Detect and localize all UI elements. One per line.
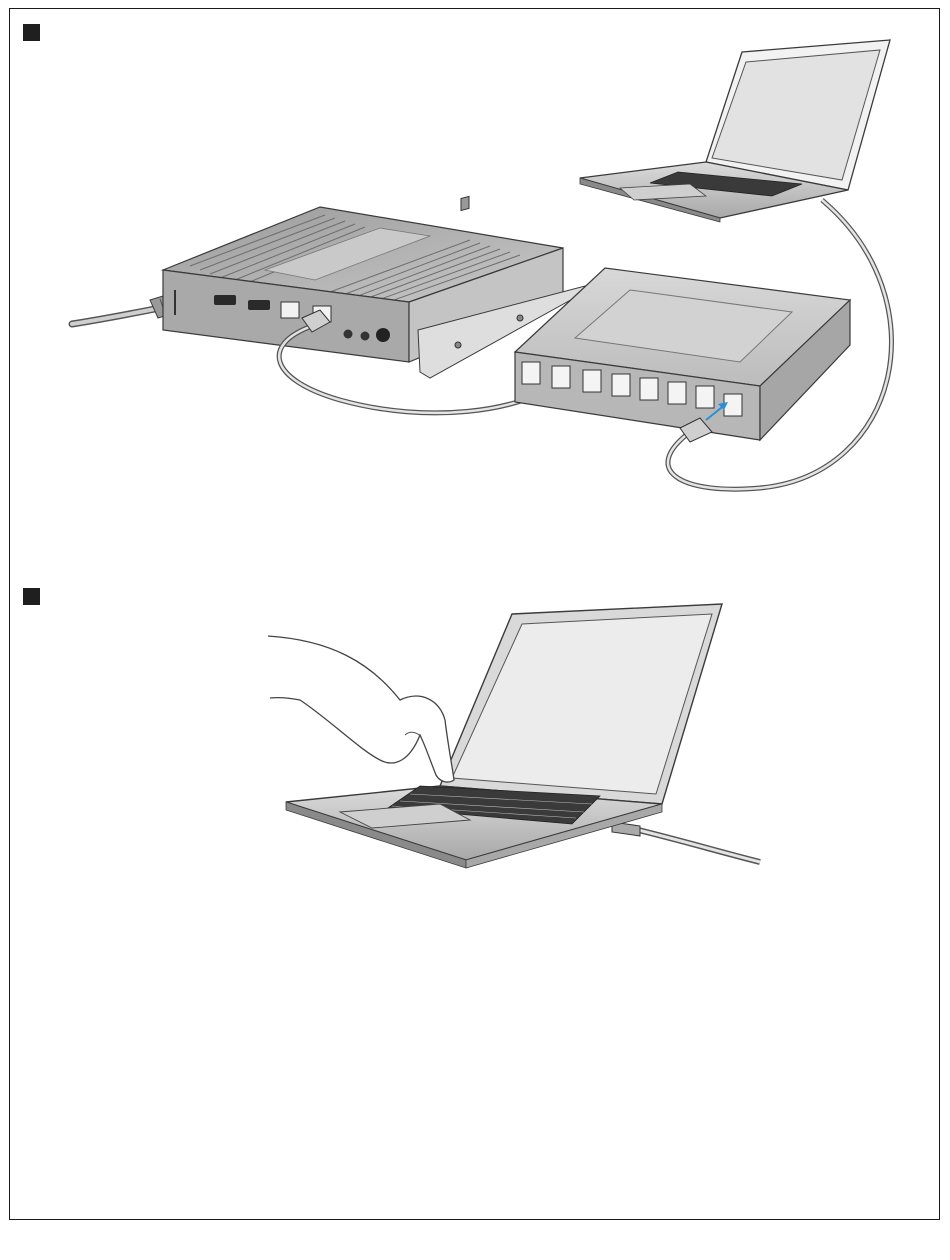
step-2-illustration: [268, 604, 760, 868]
step-1-illustration: [72, 40, 891, 489]
hand: [268, 636, 454, 782]
laptop-cable: [612, 822, 760, 862]
laptop-open: [580, 40, 890, 222]
